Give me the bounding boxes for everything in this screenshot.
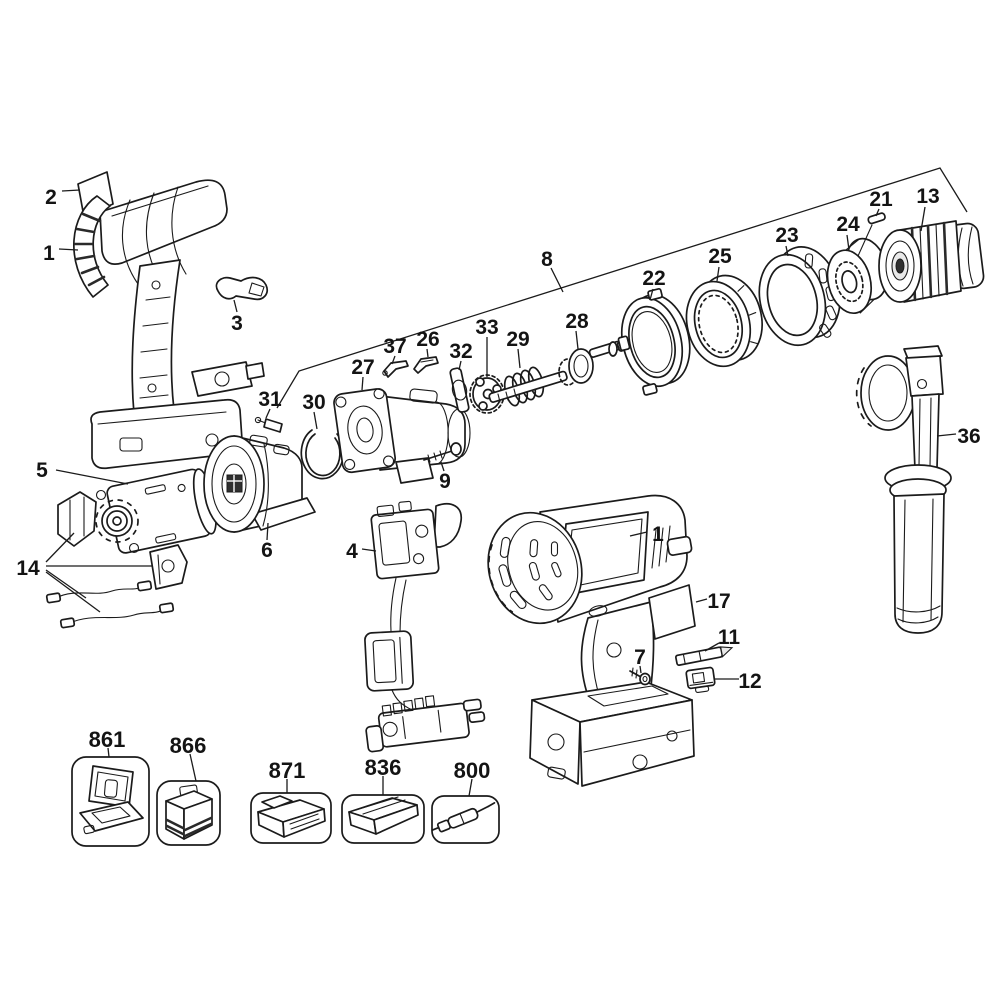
motor-drawing [45, 468, 217, 629]
side-handle-drawing [855, 345, 952, 634]
brush-holder-left [57, 491, 97, 547]
callout-8: 8 [541, 248, 553, 271]
leader-lines [45, 189, 957, 797]
callout-3: 3 [231, 312, 243, 335]
fan-baffle-drawing [203, 434, 316, 533]
callout-24: 24 [836, 213, 860, 236]
callout-32: 32 [449, 340, 472, 363]
spline-ring-drawing [826, 237, 889, 315]
charger-cell [250, 792, 332, 844]
callout-1-right: 1 [652, 523, 664, 546]
callout-11: 11 [718, 626, 741, 649]
pin-drawing [857, 212, 886, 257]
callout-30: 30 [302, 391, 325, 414]
callout-37: 37 [383, 335, 406, 358]
bit-clip-drawing [685, 666, 716, 693]
callout-1-left: 1 [43, 242, 55, 265]
switch-assembly-drawing [364, 500, 486, 753]
driver-bit-drawing [674, 646, 734, 666]
brush-holder-lower [149, 544, 188, 590]
callout-17: 17 [707, 590, 730, 613]
clip-small-drawing [254, 416, 283, 433]
clutch-collar-drawing [758, 246, 841, 347]
screw-short-drawing [629, 667, 651, 686]
callout-5: 5 [36, 459, 48, 482]
label-sticker-right-shape [648, 584, 696, 640]
callout-labels: 2 1 3 8 22 25 23 24 21 13 37 26 32 33 29… [16, 185, 980, 783]
callout-866: 866 [170, 733, 207, 758]
gearcase-assembly-bracket [276, 167, 968, 409]
brush-wire-1 [55, 586, 143, 599]
brush-wire-2 [69, 608, 165, 624]
callout-28: 28 [565, 310, 589, 333]
grease-tube-cell [431, 795, 500, 844]
chuck-drawing [878, 220, 985, 303]
terminal-block [365, 695, 486, 753]
callout-36: 36 [957, 425, 980, 448]
callout-25: 25 [708, 245, 732, 268]
callout-7: 7 [634, 646, 646, 669]
ring-gear-drawing [617, 287, 691, 396]
callout-29: 29 [506, 328, 529, 351]
callout-13: 13 [916, 185, 939, 208]
callout-871: 871 [269, 758, 306, 783]
callout-26: 26 [416, 328, 439, 351]
gearbox-drawing [333, 388, 471, 484]
callout-22: 22 [642, 267, 665, 290]
callout-836: 836 [365, 755, 402, 780]
callout-21: 21 [869, 188, 893, 211]
callout-23: 23 [775, 224, 798, 247]
callout-4: 4 [346, 540, 358, 563]
callout-31: 31 [258, 388, 282, 411]
callout-861: 861 [89, 727, 126, 752]
kit-box-cell [71, 756, 150, 847]
callout-27: 27 [351, 356, 374, 379]
callout-6: 6 [261, 539, 273, 562]
callout-12: 12 [738, 670, 761, 693]
callout-9: 9 [439, 470, 451, 493]
housing-half-right-drawing [487, 494, 695, 787]
holder-bracket-cell [341, 794, 425, 844]
callout-800: 800 [454, 758, 491, 783]
callout-33: 33 [475, 316, 498, 339]
retaining-ring-drawing [300, 429, 345, 480]
callout-2: 2 [45, 186, 57, 209]
bearing-ring-drawing [685, 274, 763, 368]
brush-lever-a-drawing [382, 360, 409, 378]
brush-lever-b-drawing [413, 356, 439, 374]
battery-pack-cell [156, 780, 221, 846]
callout-14: 14 [16, 557, 40, 580]
screw-long-drawing [423, 442, 462, 463]
shift-key-drawing [449, 367, 470, 413]
